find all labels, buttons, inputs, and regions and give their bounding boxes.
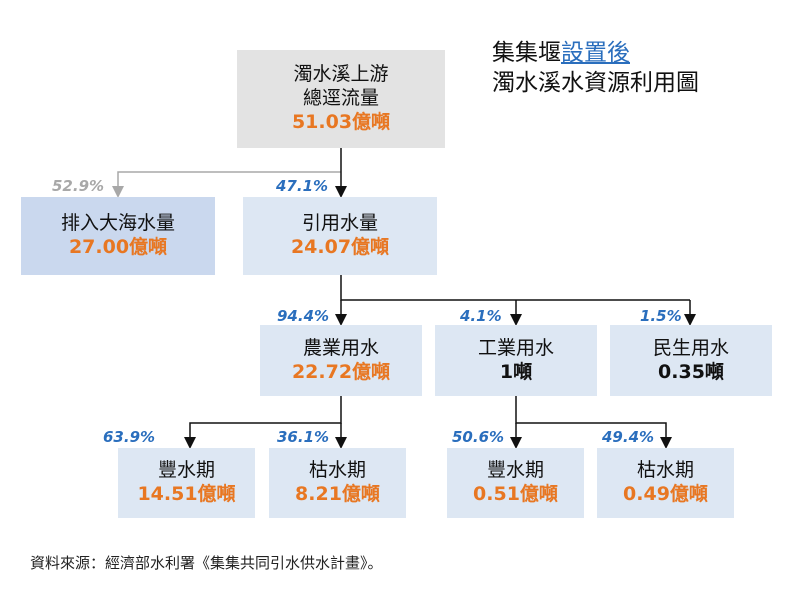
node-industry: 工業用水 1噸 — [435, 325, 597, 396]
node-ind-wet-value: 0.51億噸 — [473, 483, 558, 505]
node-intake: 引用水量 24.07億噸 — [243, 197, 437, 275]
node-total-runoff: 濁水溪上游 總逕流量 51.03億噸 — [237, 50, 445, 148]
node-agri-dry: 枯水期 8.21億噸 — [269, 448, 406, 518]
node-agri-wet-label: 豐水期 — [157, 459, 215, 482]
node-total-label1: 濁水溪上游 — [293, 63, 389, 86]
node-sea-value: 27.00億噸 — [68, 236, 168, 258]
pct-industry: 4.1% — [460, 307, 502, 325]
pct-domestic: 1.5% — [640, 307, 682, 325]
node-domestic-label: 民生用水 — [652, 336, 729, 359]
pct-ind-dry: 49.4% — [602, 428, 655, 446]
node-ind-wet-label: 豐水期 — [486, 459, 544, 482]
node-domestic: 民生用水 0.35噸 — [610, 325, 772, 396]
node-agri-label: 農業用水 — [302, 336, 379, 359]
title-prefix: 集集堰 — [492, 40, 561, 66]
node-sea: 排入大海水量 27.00億噸 — [21, 197, 215, 275]
node-domestic-value: 0.35噸 — [658, 360, 724, 383]
node-industry-label: 工業用水 — [477, 336, 554, 359]
connector-total-to-sea — [112, 171, 341, 198]
node-sea-label: 排入大海水量 — [60, 212, 175, 235]
node-ind-dry: 枯水期 0.49億噸 — [597, 448, 734, 518]
source-note: 資料來源：經濟部水利署《集集共同引水供水計畫》。 — [30, 554, 383, 572]
pct-agri-wet: 63.9% — [103, 428, 156, 446]
pct-intake: 47.1% — [276, 177, 329, 195]
node-intake-value: 24.07億噸 — [290, 236, 390, 258]
node-agri-wet-value: 14.51億噸 — [137, 483, 236, 505]
node-total-value: 51.03億噸 — [291, 110, 391, 133]
title-line2: 濁水溪水資源利用圖 — [492, 69, 699, 96]
node-ind-dry-value: 0.49億噸 — [623, 483, 708, 505]
node-agri-value: 22.72億噸 — [291, 360, 391, 383]
node-agri-dry-label: 枯水期 — [308, 459, 366, 482]
connector-agri-split — [184, 396, 342, 449]
node-agri-dry-value: 8.21億噸 — [295, 483, 380, 505]
pct-agri: 94.4% — [277, 307, 330, 325]
node-agri: 農業用水 22.72億噸 — [260, 325, 422, 396]
node-total-label2: 總逕流量 — [302, 87, 379, 110]
node-industry-value: 1噸 — [499, 360, 533, 383]
diagram-title: 集集堰設置後 濁水溪水資源利用圖 — [492, 39, 699, 99]
pct-agri-dry: 36.1% — [277, 428, 330, 446]
node-agri-wet: 豐水期 14.51億噸 — [118, 448, 255, 518]
pct-ind-wet: 50.6% — [452, 428, 505, 446]
title-highlight: 設置後 — [561, 40, 630, 66]
pct-sea: 52.9% — [52, 177, 105, 195]
connector-intake-split — [340, 275, 690, 301]
connector-ind-split — [515, 396, 672, 449]
node-ind-dry-label: 枯水期 — [636, 459, 694, 482]
node-ind-wet: 豐水期 0.51億噸 — [447, 448, 584, 518]
node-intake-label: 引用水量 — [301, 212, 378, 235]
